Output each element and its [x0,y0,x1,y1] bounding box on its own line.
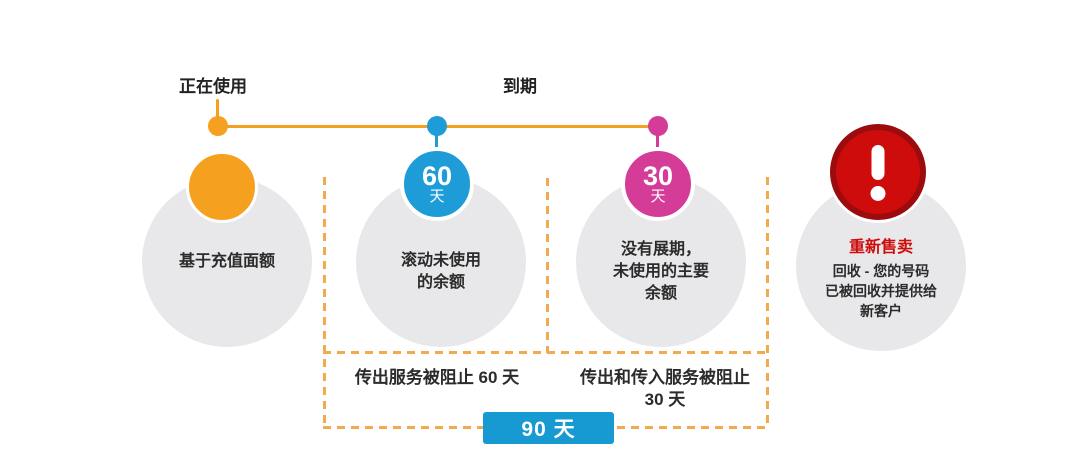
note-in-out-blocked-line1: 传出和传入服务被阻止 [580,368,750,387]
timeline-dot-60-icon [427,116,447,136]
total-days-badge: 90 天 [483,412,614,444]
note-in-out-blocked-line2: 30 天 [644,390,686,409]
note-in-out-blocked: 传出和传入服务被阻止 30 天 [580,367,750,411]
resell-body-line1: 回收 - 您的号码 [832,262,930,279]
stage1-label: 基于充值面额 [178,253,275,270]
badge-60-unit: 天 [429,188,445,205]
timeline-dot-30-icon [648,116,668,136]
active-badge-icon [186,151,258,223]
alert-exclamation-bar [871,145,885,180]
timeline-label-active: 正在使用 [179,77,247,96]
badge-60-value: 60 [421,161,453,191]
resell-body-line3: 新客户 [860,302,902,319]
badge-30-unit: 天 [650,188,666,205]
alert-exclamation-dot [870,186,886,201]
timeline-stem-30 [656,128,659,151]
stage-circle-active: 基于充值面额 [142,177,312,347]
timeline-dot-active-icon [208,116,228,136]
stage-circle-60: 滚动未使用 的余额 [356,177,526,347]
stage3-label-line1: 没有展期， [620,241,701,258]
stage3-label-line3: 余额 [644,285,677,302]
resell-title: 重新售卖 [848,238,913,256]
timeline-stem-active [216,99,219,126]
timeline-stem-60 [435,128,438,151]
stage2-label-line1: 滚动未使用 [400,252,481,269]
badge-30-value: 30 [642,161,674,191]
alert-exclamation-icon [830,124,926,220]
stage2-label-line2: 的余额 [416,274,465,291]
dashed-divider-1 [323,177,326,428]
note-outgoing-blocked: 传出服务被阻止 60 天 [354,368,520,387]
badge-60-days: 60 天 [400,147,474,221]
dashed-bracket-top [323,351,769,354]
stage3-label-line2: 未使用的主要 [612,263,709,280]
dashed-divider-2 [546,178,549,353]
badge-30-days: 30 天 [621,147,695,221]
resell-body-line2: 已被回收并提供给 [825,282,937,299]
dashed-divider-3 [766,177,769,428]
timeline-label-expired: 到期 [503,77,537,96]
